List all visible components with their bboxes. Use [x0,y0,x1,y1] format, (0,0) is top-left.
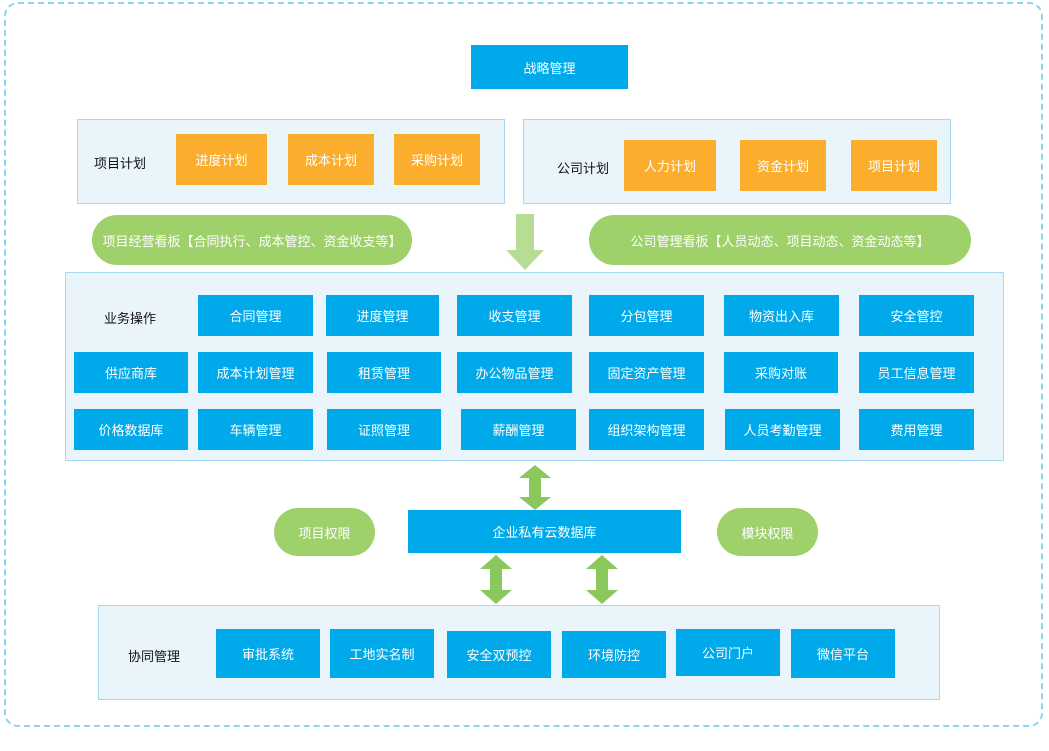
project-plan-item: 进度计划 [176,134,267,185]
project-permission-pill: 项目权限 [274,508,375,556]
project-plan-item: 采购计划 [394,134,480,185]
double-arrow-icon [480,555,512,604]
business-item: 费用管理 [859,409,974,450]
business-item: 采购对账 [724,352,838,393]
database-box: 企业私有云数据库 [408,510,681,553]
project-plan-item: 成本计划 [288,134,374,185]
business-item: 租赁管理 [327,352,441,393]
down-arrow-icon [506,214,544,270]
company-plan-item: 人力计划 [624,140,716,191]
business-item: 收支管理 [457,295,572,336]
diagram-frame [4,2,1043,727]
collab-item: 安全双预控 [447,631,551,678]
collab-item: 微信平台 [791,629,895,678]
business-item: 供应商库 [74,352,188,393]
project-plan-label: 项目计划 [94,157,147,172]
strategy-box: 战略管理 [471,45,628,89]
company-plan-item: 项目计划 [851,140,937,191]
company-plan-item: 资金计划 [740,140,826,191]
company-board-pill: 公司管理看板【人员动态、项目动态、资金动态等】 [589,215,971,265]
business-item: 人员考勤管理 [725,409,840,450]
business-item: 成本计划管理 [198,352,313,393]
collab-item: 公司门户 [676,629,780,676]
collab-item: 审批系统 [216,629,320,678]
double-arrow-icon [586,555,618,604]
collab-label: 协同管理 [128,650,181,665]
module-permission-pill: 模块权限 [717,508,818,556]
business-item: 办公物品管理 [457,352,572,393]
business-item: 固定资产管理 [589,352,704,393]
business-item: 分包管理 [589,295,704,336]
business-item: 安全管控 [859,295,974,336]
company-plan-label: 公司计划 [557,162,610,177]
business-item: 薪酬管理 [461,409,576,450]
business-item: 车辆管理 [198,409,313,450]
business-item: 价格数据库 [74,409,188,450]
business-item: 物资出入库 [724,295,839,336]
business-item: 合同管理 [198,295,313,336]
business-item: 进度管理 [326,295,439,336]
collab-item: 环境防控 [562,631,666,678]
business-item: 员工信息管理 [859,352,974,393]
double-arrow-icon [519,465,551,510]
business-label: 业务操作 [104,312,157,327]
project-board-pill: 项目经营看板【合同执行、成本管控、资金收支等】 [92,215,412,265]
business-item: 组织架构管理 [589,409,704,450]
business-item: 证照管理 [327,409,441,450]
collab-item: 工地实名制 [330,629,434,678]
